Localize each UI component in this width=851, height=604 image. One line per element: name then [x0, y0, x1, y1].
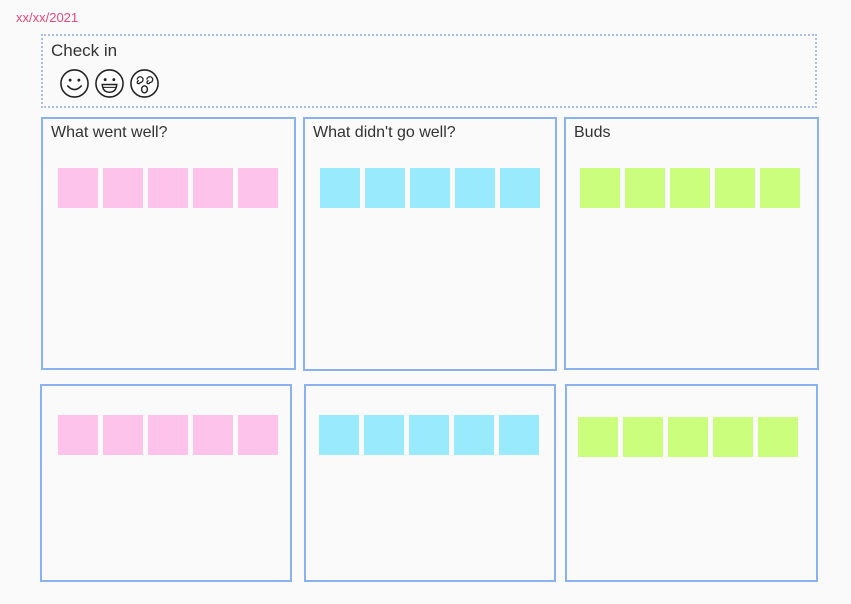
sticky-note[interactable]	[238, 415, 278, 455]
sticky-note[interactable]	[758, 417, 798, 457]
frame-title[interactable]: Buds	[574, 124, 611, 141]
sticky-note[interactable]	[58, 415, 98, 455]
sticky-notes-row	[319, 415, 539, 455]
sticky-notes-row	[58, 168, 278, 208]
sticky-notes-row	[578, 417, 798, 457]
checkin-faces	[59, 68, 160, 99]
sticky-note[interactable]	[238, 168, 278, 208]
sticky-note[interactable]	[670, 168, 710, 208]
sticky-notes-row	[58, 415, 278, 455]
frame-title[interactable]: What didn't go well?	[313, 124, 456, 141]
frame-what-didnt-go-well[interactable]: What didn't go well?	[303, 117, 557, 371]
sticky-note[interactable]	[193, 415, 233, 455]
frame-bottom-right[interactable]	[565, 384, 818, 582]
checkin-title[interactable]: Check in	[51, 41, 118, 60]
sticky-note[interactable]	[500, 168, 540, 208]
grinning-face-icon[interactable]	[94, 68, 125, 99]
sticky-note[interactable]	[625, 168, 665, 208]
sticky-note[interactable]	[103, 168, 143, 208]
frame-bottom-middle[interactable]	[304, 384, 556, 582]
sticky-note[interactable]	[455, 168, 495, 208]
sticky-note[interactable]	[499, 415, 539, 455]
sticky-note[interactable]	[58, 168, 98, 208]
sticky-note[interactable]	[148, 415, 188, 455]
sticky-note[interactable]	[103, 415, 143, 455]
checkin-frame[interactable]: Check in	[41, 34, 817, 108]
sticky-note[interactable]	[580, 168, 620, 208]
sticky-note[interactable]	[364, 415, 404, 455]
frame-title[interactable]: What went well?	[51, 124, 168, 141]
board-date[interactable]: xx/xx/2021	[16, 10, 79, 25]
sticky-note[interactable]	[713, 417, 753, 457]
sticky-note[interactable]	[365, 168, 405, 208]
sticky-note[interactable]	[454, 415, 494, 455]
smiling-face-icon[interactable]	[59, 68, 90, 99]
frame-buds[interactable]: Buds	[564, 117, 819, 370]
sticky-note[interactable]	[148, 168, 188, 208]
sticky-note[interactable]	[715, 168, 755, 208]
sticky-note[interactable]	[760, 168, 800, 208]
sticky-note[interactable]	[578, 417, 618, 457]
sticky-note[interactable]	[193, 168, 233, 208]
sticky-note[interactable]	[319, 415, 359, 455]
sticky-notes-row	[580, 168, 800, 208]
dizzy-face-icon[interactable]	[129, 68, 160, 99]
frame-what-went-well[interactable]: What went well?	[41, 117, 296, 370]
sticky-notes-row	[320, 168, 540, 208]
sticky-note[interactable]	[668, 417, 708, 457]
frame-bottom-left[interactable]	[40, 384, 292, 582]
sticky-note[interactable]	[410, 168, 450, 208]
sticky-note[interactable]	[320, 168, 360, 208]
sticky-note[interactable]	[623, 417, 663, 457]
sticky-note[interactable]	[409, 415, 449, 455]
